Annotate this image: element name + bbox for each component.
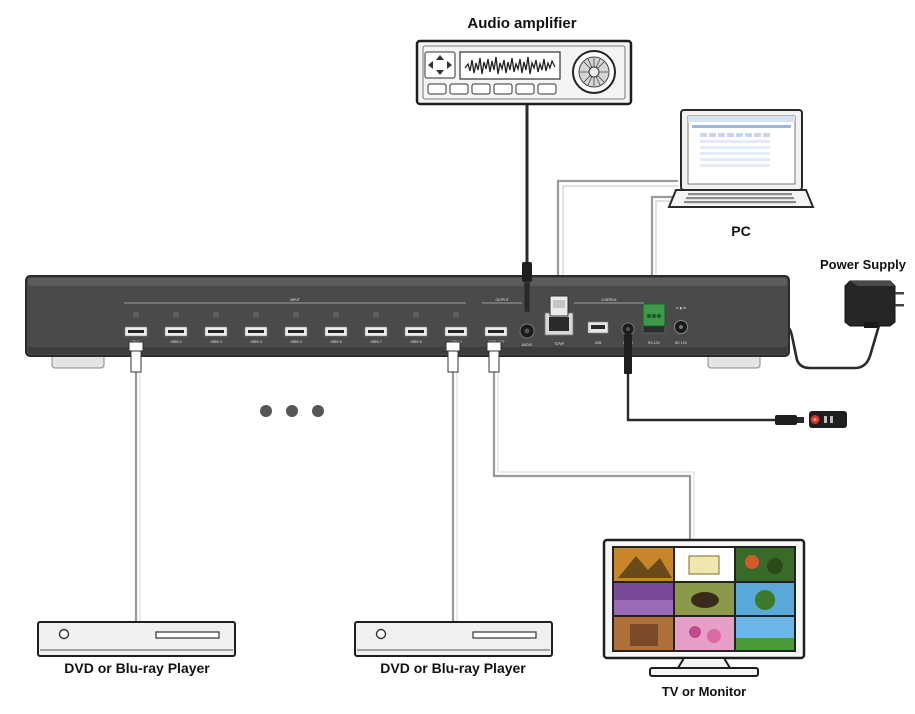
hdmi-port-3[interactable]: HDMI 3 xyxy=(204,326,228,344)
usb-port-label: USB xyxy=(595,341,602,345)
audio-amplifier-icon xyxy=(415,39,633,106)
hdmi-port-5-label: HDMI 5 xyxy=(290,340,302,344)
ellipsis-icon xyxy=(260,405,324,417)
disc-player-left-icon xyxy=(37,621,236,657)
hdmi-port-4[interactable]: HDMI 4 xyxy=(244,326,268,344)
rs232-plug xyxy=(642,303,666,327)
power-supply-label: Power Supply xyxy=(820,257,907,272)
lan-port-label: TCP/IP xyxy=(553,342,564,346)
cable-lan xyxy=(556,179,679,300)
hdmi-port-2-label: HDMI 2 xyxy=(170,340,182,344)
matrix-switcher: INPUT OUTPUT CONTROL ⊖ ◐ ⊕ HDMI 1 HDMI 2 xyxy=(25,275,790,369)
hdmi-input-ports: HDMI 1 HDMI 2 HDMI 3 HDMI 4 HDMI 5 xyxy=(124,326,468,344)
player-right-label: DVD or Blu-ray Player xyxy=(380,660,526,676)
dc-port[interactable]: DC 12V xyxy=(674,320,688,346)
ir-receiver-icon xyxy=(775,411,847,428)
pc-label: PC xyxy=(731,223,750,239)
tv-label: TV or Monitor xyxy=(662,684,747,699)
rs232-label: RS-232 xyxy=(648,341,659,345)
usb-port[interactable]: USB xyxy=(587,321,609,345)
cable-hdmi-out xyxy=(492,370,692,542)
lan-plug xyxy=(549,295,569,317)
section-control-label: CONTROL xyxy=(601,298,617,302)
hdmi-port-2[interactable]: HDMI 2 xyxy=(164,326,188,344)
hdmi-port-4-label: HDMI 4 xyxy=(250,340,262,344)
laptop-icon xyxy=(667,109,815,208)
player-left-label: DVD or Blu-ray Player xyxy=(64,660,210,676)
section-output-label: OUTPUT xyxy=(496,298,509,302)
hdmi-port-5[interactable]: HDMI 5 xyxy=(284,326,308,344)
ir-plug xyxy=(624,334,632,374)
hdmi-port-7[interactable]: HDMI 7 xyxy=(364,326,388,344)
audio-port-label: AUDIO xyxy=(522,343,533,347)
hdmi-plugs xyxy=(128,341,502,373)
dc-port-label: DC 12V xyxy=(675,341,688,345)
hdmi-port-3-label: HDMI 3 xyxy=(210,340,222,344)
hdmi-port-8-label: HDMI 8 xyxy=(410,340,422,344)
power-adapter-icon xyxy=(844,280,904,328)
cable-ir xyxy=(626,370,777,422)
dc-symbol: ⊖ ◐ ⊕ xyxy=(676,306,686,310)
audio-plug xyxy=(522,262,532,313)
audio-amplifier-label: Audio amplifier xyxy=(467,15,576,32)
hdmi-output-port[interactable]: HDMI OUT xyxy=(484,326,508,344)
hdmi-port-7-label: HDMI 7 xyxy=(370,340,382,344)
tv-screen-tiles xyxy=(614,548,794,650)
hdmi-port-6[interactable]: HDMI 6 xyxy=(324,326,348,344)
hdmi-port-6-label: HDMI 6 xyxy=(330,340,342,344)
tv-monitor-icon xyxy=(602,538,806,677)
disc-player-right-icon xyxy=(354,621,553,657)
hdmi-port-8[interactable]: HDMI 8 xyxy=(404,326,428,344)
audio-port[interactable]: AUDIO xyxy=(519,323,535,347)
section-input-label: INPUT xyxy=(290,298,300,302)
